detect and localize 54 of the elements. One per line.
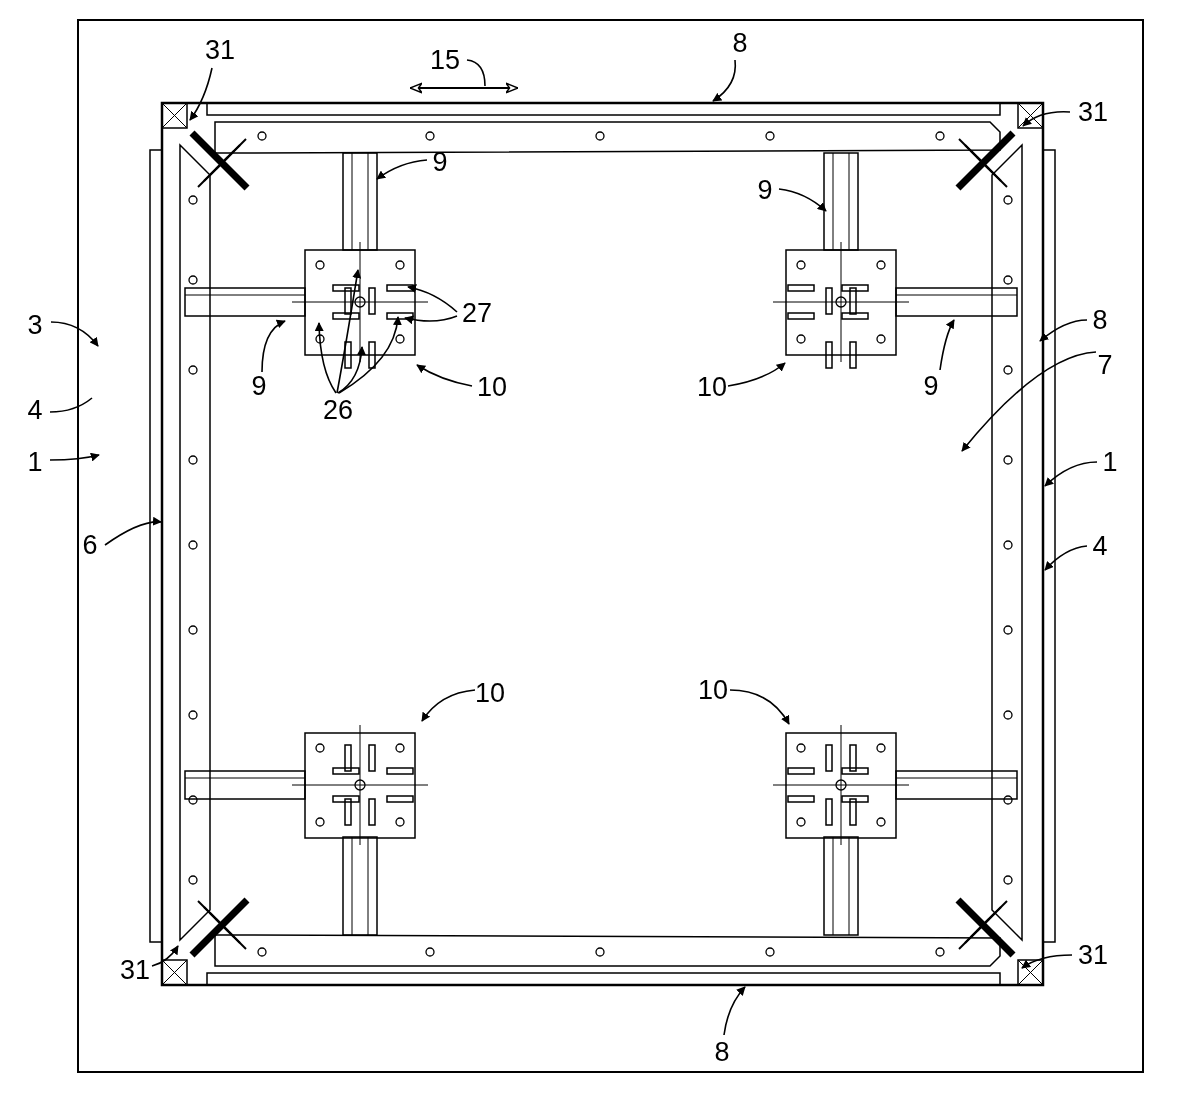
leader-line <box>50 321 99 347</box>
callout-number: 27 <box>462 299 493 327</box>
leader-line <box>49 397 93 413</box>
leader-line <box>1044 461 1098 487</box>
callout-number: 10 <box>477 373 508 401</box>
callout-number: 1 <box>27 448 43 476</box>
leader-line <box>376 159 428 180</box>
leader-line <box>337 346 366 394</box>
leader-line <box>1021 954 1073 969</box>
leader-line <box>416 364 473 387</box>
callout-number: 9 <box>251 372 267 400</box>
leader-line <box>778 188 827 212</box>
leader-line <box>421 689 476 722</box>
callout-number: 31 <box>205 36 236 64</box>
callout-number: 15 <box>430 46 461 74</box>
leader-line <box>407 284 458 313</box>
callout-number: 31 <box>1078 941 1109 969</box>
callout-number: 9 <box>757 176 773 204</box>
callout-number: 3 <box>27 311 43 339</box>
leader-line <box>336 269 362 394</box>
leader-line <box>939 319 955 371</box>
leader-line <box>1039 319 1088 342</box>
callout-number: 8 <box>732 29 748 57</box>
callout-number: 8 <box>714 1038 730 1066</box>
callout-number: 4 <box>1092 532 1108 560</box>
callout-number: 10 <box>697 373 728 401</box>
leader-line <box>151 945 179 967</box>
leader-line <box>189 67 213 121</box>
leader-line <box>261 320 286 373</box>
callout-number: 31 <box>1078 98 1109 126</box>
leader-line <box>49 452 100 462</box>
leader-line <box>338 316 402 394</box>
leader-line <box>723 986 746 1036</box>
leader-line <box>104 517 162 546</box>
callout-number: 6 <box>82 531 98 559</box>
callout-number: 4 <box>27 396 43 424</box>
leader-line <box>727 362 786 387</box>
callout-number: 31 <box>120 956 151 984</box>
callout-number: 8 <box>1092 306 1108 334</box>
callout-number: 9 <box>923 372 939 400</box>
leader-line <box>466 59 486 87</box>
leader-line <box>1044 545 1088 571</box>
leader-line <box>404 315 458 325</box>
leader-line <box>961 351 1097 452</box>
callout-number: 26 <box>323 396 354 424</box>
callout-number: 1 <box>1102 448 1118 476</box>
callout-number: 7 <box>1097 351 1113 379</box>
callout-number: 9 <box>432 148 448 176</box>
callout-number: 10 <box>698 676 729 704</box>
callout-number: 10 <box>475 679 506 707</box>
leader-line <box>712 59 737 102</box>
leader-line <box>1022 111 1071 127</box>
leader-line <box>314 322 337 394</box>
leader-line <box>729 689 790 725</box>
